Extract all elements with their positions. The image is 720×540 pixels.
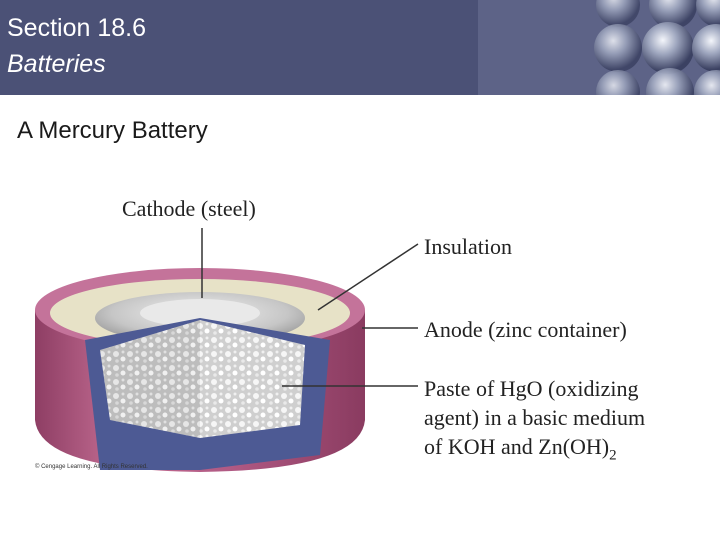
insulation-label: Insulation <box>424 234 512 259</box>
section-number: Section 18.6 <box>7 14 146 42</box>
paste-label-line3-text: of KOH and Zn(OH) <box>424 434 610 459</box>
header-bar <box>0 0 478 95</box>
hgo-paste <box>100 320 305 438</box>
copyright-notice: © Cengage Learning. All Rights Reserved. <box>35 464 148 470</box>
paste-label-subscript: 2 <box>609 447 617 464</box>
paste-label-line1: Paste of HgO (oxidizing <box>424 376 639 401</box>
section-topic: Batteries <box>7 50 106 78</box>
paste-label-line2: agent) in a basic medium <box>424 405 646 430</box>
cathode-label: Cathode (steel) <box>122 196 256 221</box>
slide-title: A Mercury Battery <box>17 117 208 144</box>
paste-label-line3: of KOH and Zn(OH)2 <box>424 433 617 469</box>
anode-label: Anode (zinc container) <box>424 317 627 342</box>
decorative-spheres-image <box>478 0 720 95</box>
